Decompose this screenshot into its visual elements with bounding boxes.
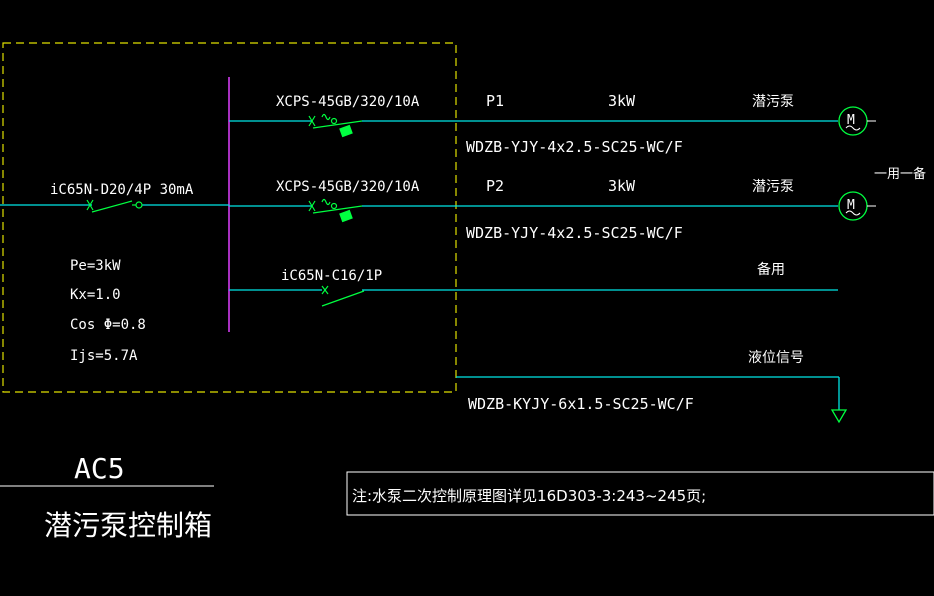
circuit-spare: iC65N-C16/1P 备用: [229, 261, 838, 307]
circuit-id: P2: [486, 177, 504, 195]
motor-symbol: M: [847, 198, 855, 213]
circuit-cable: WDZB-YJY-4x2.5-SC25-WC/F: [466, 138, 683, 156]
param-cos: Cos Φ=0.8: [70, 317, 146, 333]
param-kx: Kx=1.0: [70, 287, 121, 303]
circuit-breaker-label: iC65N-C16/1P: [281, 268, 382, 284]
enclosure-outline: [2, 42, 457, 393]
circuit-breaker-label: XCPS-45GB/320/10A: [276, 179, 420, 195]
circuit-cable: WDZB-YJY-4x2.5-SC25-WC/F: [466, 224, 683, 242]
duty-note: 一用一备: [874, 166, 926, 182]
note-box: [346, 471, 934, 516]
panel-name: 潜污泵控制箱: [44, 509, 212, 542]
circuit-p2: XCPS-45GB/320/10A P2 3kW 潜污泵 WDZB-YJY-4x…: [229, 177, 868, 242]
circuit-id: P1: [486, 92, 504, 110]
signal-cable: WDZB-KYJY-6x1.5-SC25-WC/F: [468, 395, 694, 413]
circuit-load: 潜污泵: [752, 179, 794, 195]
motor-tilde-icon: [845, 125, 861, 131]
spare-breaker-symbol: [321, 285, 365, 307]
level-signal: 液位信号 WDZB-KYJY-6x1.5-SC25-WC/F: [456, 350, 848, 424]
panel-code: AC5: [74, 452, 125, 485]
circuit-power: 3kW: [608, 177, 636, 195]
motor-breaker-symbol: [308, 113, 363, 138]
circuit-power: 3kW: [608, 92, 636, 110]
main-breaker-label: iC65N-D20/4P 30mA: [50, 182, 194, 198]
param-ijs: Ijs=5.7A: [70, 348, 138, 364]
main-breaker-symbol: [86, 199, 143, 213]
circuit-breaker-label: XCPS-45GB/320/10A: [276, 94, 420, 110]
motor-breaker-symbol: [308, 198, 363, 223]
duty-bracket: [867, 120, 876, 207]
circuit-load: 潜污泵: [752, 94, 794, 110]
circuit-load: 备用: [757, 261, 785, 278]
motor-symbol: M: [847, 113, 855, 128]
param-pe: Pe=3kW: [70, 258, 121, 274]
level-sensor-icon: [830, 409, 848, 424]
signal-label: 液位信号: [748, 350, 804, 366]
note-text: 注:水泵二次控制原理图详见16D303-3:243~245页;: [352, 487, 706, 505]
circuit-p1: XCPS-45GB/320/10A P1 3kW 潜污泵 WDZB-YJY-4x…: [229, 92, 868, 156]
motor-tilde-icon: [845, 210, 861, 216]
